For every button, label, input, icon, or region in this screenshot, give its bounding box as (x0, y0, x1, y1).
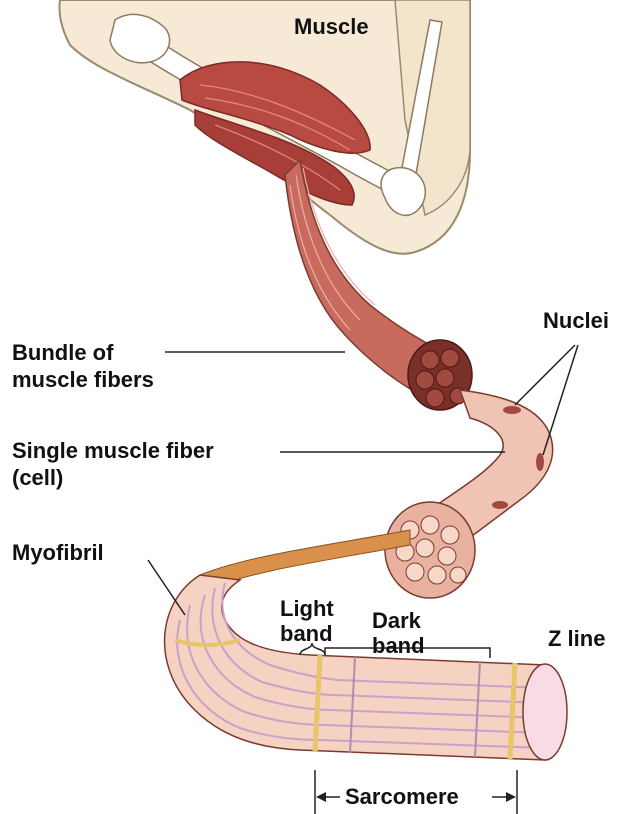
muscle-label: Muscle (294, 14, 369, 40)
z-line-label: Z line (548, 626, 605, 652)
single-fiber-label-line2: (cell) (12, 465, 63, 491)
nucleus (503, 406, 521, 414)
myofibril-end-cap (523, 664, 567, 760)
single-fiber (385, 390, 553, 598)
nuclei-label: Nuclei (543, 308, 609, 334)
fascicle (441, 349, 459, 367)
myofibril-leader-line (148, 560, 185, 615)
fascicle (421, 351, 439, 369)
nuclei-leader-line (515, 345, 575, 405)
sarcomere-arrowhead-right (506, 792, 516, 802)
light-band-label-line1: Light (280, 596, 334, 622)
myofibril-end (428, 566, 446, 584)
myofibril-end (406, 563, 424, 581)
bundle-label-line2: muscle fibers (12, 367, 154, 393)
single-fiber-label-line1: Single muscle fiber (12, 438, 214, 464)
bundle-label-line1: Bundle of (12, 340, 113, 366)
myofibril-end (438, 547, 456, 565)
dark-band-label-line2: band (372, 633, 425, 659)
myofibril-end (416, 539, 434, 557)
sarcomere-label: Sarcomere (345, 784, 459, 810)
sarcomere-arrowhead-left (316, 792, 326, 802)
light-band-label-line2: band (280, 621, 333, 647)
fascicle (416, 371, 434, 389)
fascicle (436, 369, 454, 387)
fascicle (426, 389, 444, 407)
dark-band-label-line1: Dark (372, 608, 421, 634)
myofibril-end (441, 526, 459, 544)
myofibril (165, 575, 567, 760)
arm-illustration (59, 0, 470, 254)
nuclei-leader-line (543, 345, 578, 455)
myofibril-end (421, 516, 439, 534)
myofibril-end (450, 567, 466, 583)
myofibril-label: Myofibril (12, 540, 104, 566)
nucleus (492, 501, 508, 509)
nucleus (536, 453, 544, 471)
